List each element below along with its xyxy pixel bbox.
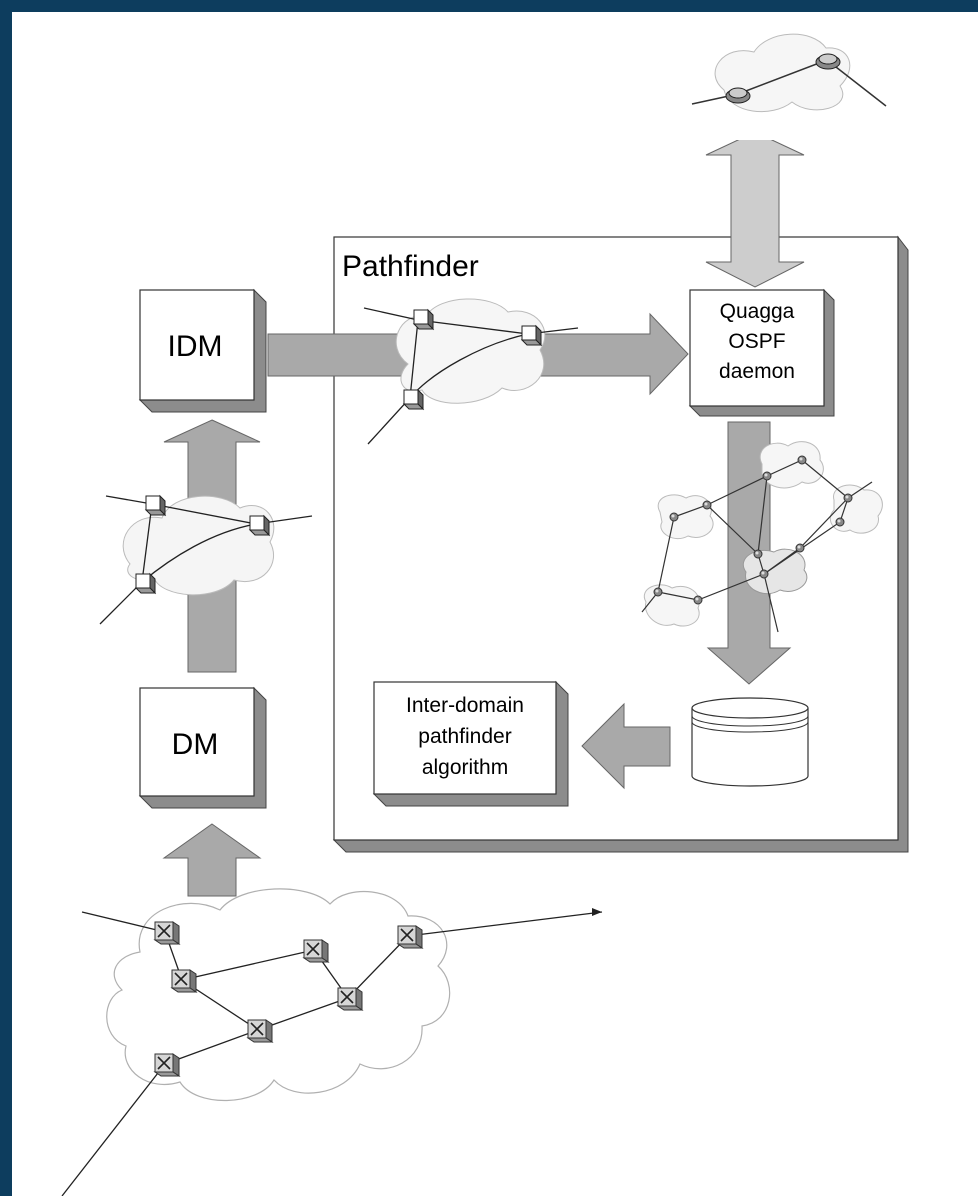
abstract-topology-cloud-left [99, 495, 313, 625]
algorithm-line-2: pathfinder [418, 725, 511, 748]
quagga-line-1: Quagga [720, 300, 795, 323]
dm-label: DM [172, 728, 219, 761]
dm-box: DM [138, 686, 267, 809]
external-domain-cloud [666, 30, 892, 140]
multi-domain-topology [641, 441, 883, 633]
idm-box: IDM [138, 288, 267, 413]
double-arrow-external [705, 131, 805, 288]
abstract-topology-cloud-center [363, 298, 579, 445]
algorithm-line-1: Inter-domain [406, 694, 524, 717]
topology-database-icon [691, 697, 809, 787]
idm-label: IDM [168, 330, 223, 363]
algorithm-line-3: algorithm [422, 756, 508, 779]
pathfinder-title: Pathfinder [342, 250, 479, 283]
physical-network-cloud [61, 888, 603, 1196]
arrow-network-to-dm [162, 823, 262, 897]
quagga-line-3: daemon [719, 360, 795, 383]
quagga-ospf-daemon-box: Quagga OSPF daemon [688, 288, 835, 417]
pathfinder-algorithm-box: Inter-domain pathfinder algorithm [372, 680, 569, 807]
arrow-database-to-algorithm [581, 702, 671, 790]
quagga-line-2: OSPF [728, 330, 785, 353]
diagram-canvas: Pathfinder Quagga OSPF daemon IDM [12, 12, 978, 1196]
